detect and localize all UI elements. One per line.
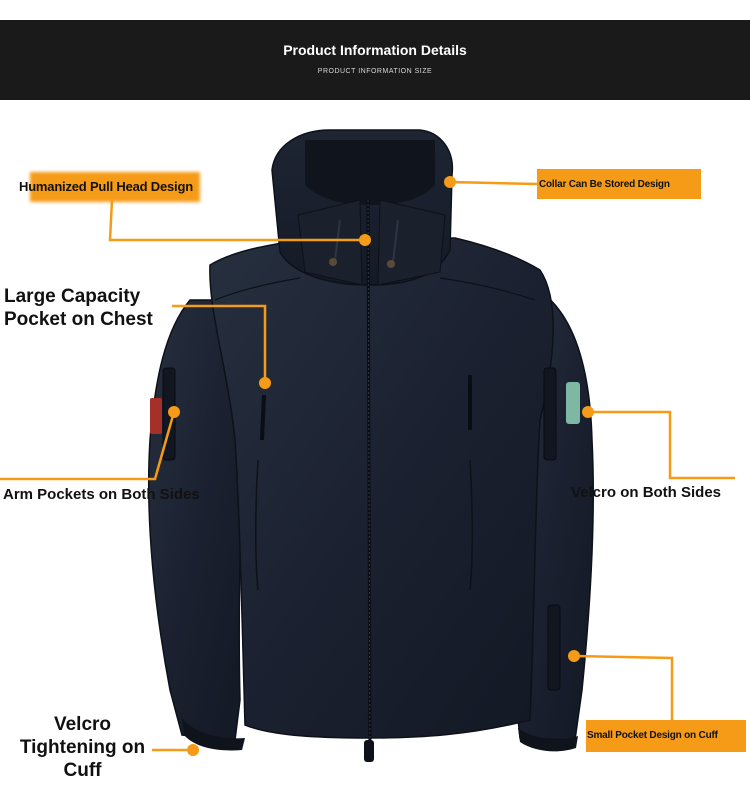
velcro-cuff-line3: Cuff — [63, 760, 102, 781]
jacket-body — [209, 237, 554, 739]
velcro-cuff-label: Velcro Tightening on Cuff — [10, 713, 155, 782]
collar-label-bg — [537, 169, 701, 199]
right-velcro-patch — [566, 382, 580, 424]
velcro-cuff-line1: Velcro — [53, 714, 112, 735]
right-arm-pocket — [543, 367, 557, 461]
page-title: Product Information Details — [283, 42, 467, 58]
arm-pockets-label: Arm Pockets on Both Sides — [3, 486, 200, 503]
chest-pocket-left-zip — [260, 394, 266, 441]
page-subtitle: PRODUCT INFORMATION SIZE — [317, 68, 433, 75]
small-pocket-label: Small Pocket Design on Cuff — [587, 730, 718, 741]
pull-head-label: Humanized Pull Head Design — [19, 179, 193, 194]
header-banner: Product Information Details PRODUCT INFO… — [0, 20, 750, 100]
velcro-sides-label: Velcro on Both Sides — [571, 484, 722, 501]
hood-inner — [305, 140, 435, 205]
chest-pocket-label-line1: Large Capacity — [4, 286, 141, 307]
chest-pocket-label-line2: Pocket on Chest — [4, 309, 153, 330]
left-velcro-patch — [150, 398, 162, 434]
velcro-cuff-line2: Tightening on — [19, 737, 146, 758]
small-pocket-label-bg — [586, 720, 746, 752]
chest-pocket-label: Large Capacity Pocket on Chest — [4, 285, 153, 331]
collar-label: Collar Can Be Stored Design — [539, 179, 670, 190]
left-arm-pocket — [162, 367, 176, 461]
pull-head-label-bg — [30, 172, 200, 202]
